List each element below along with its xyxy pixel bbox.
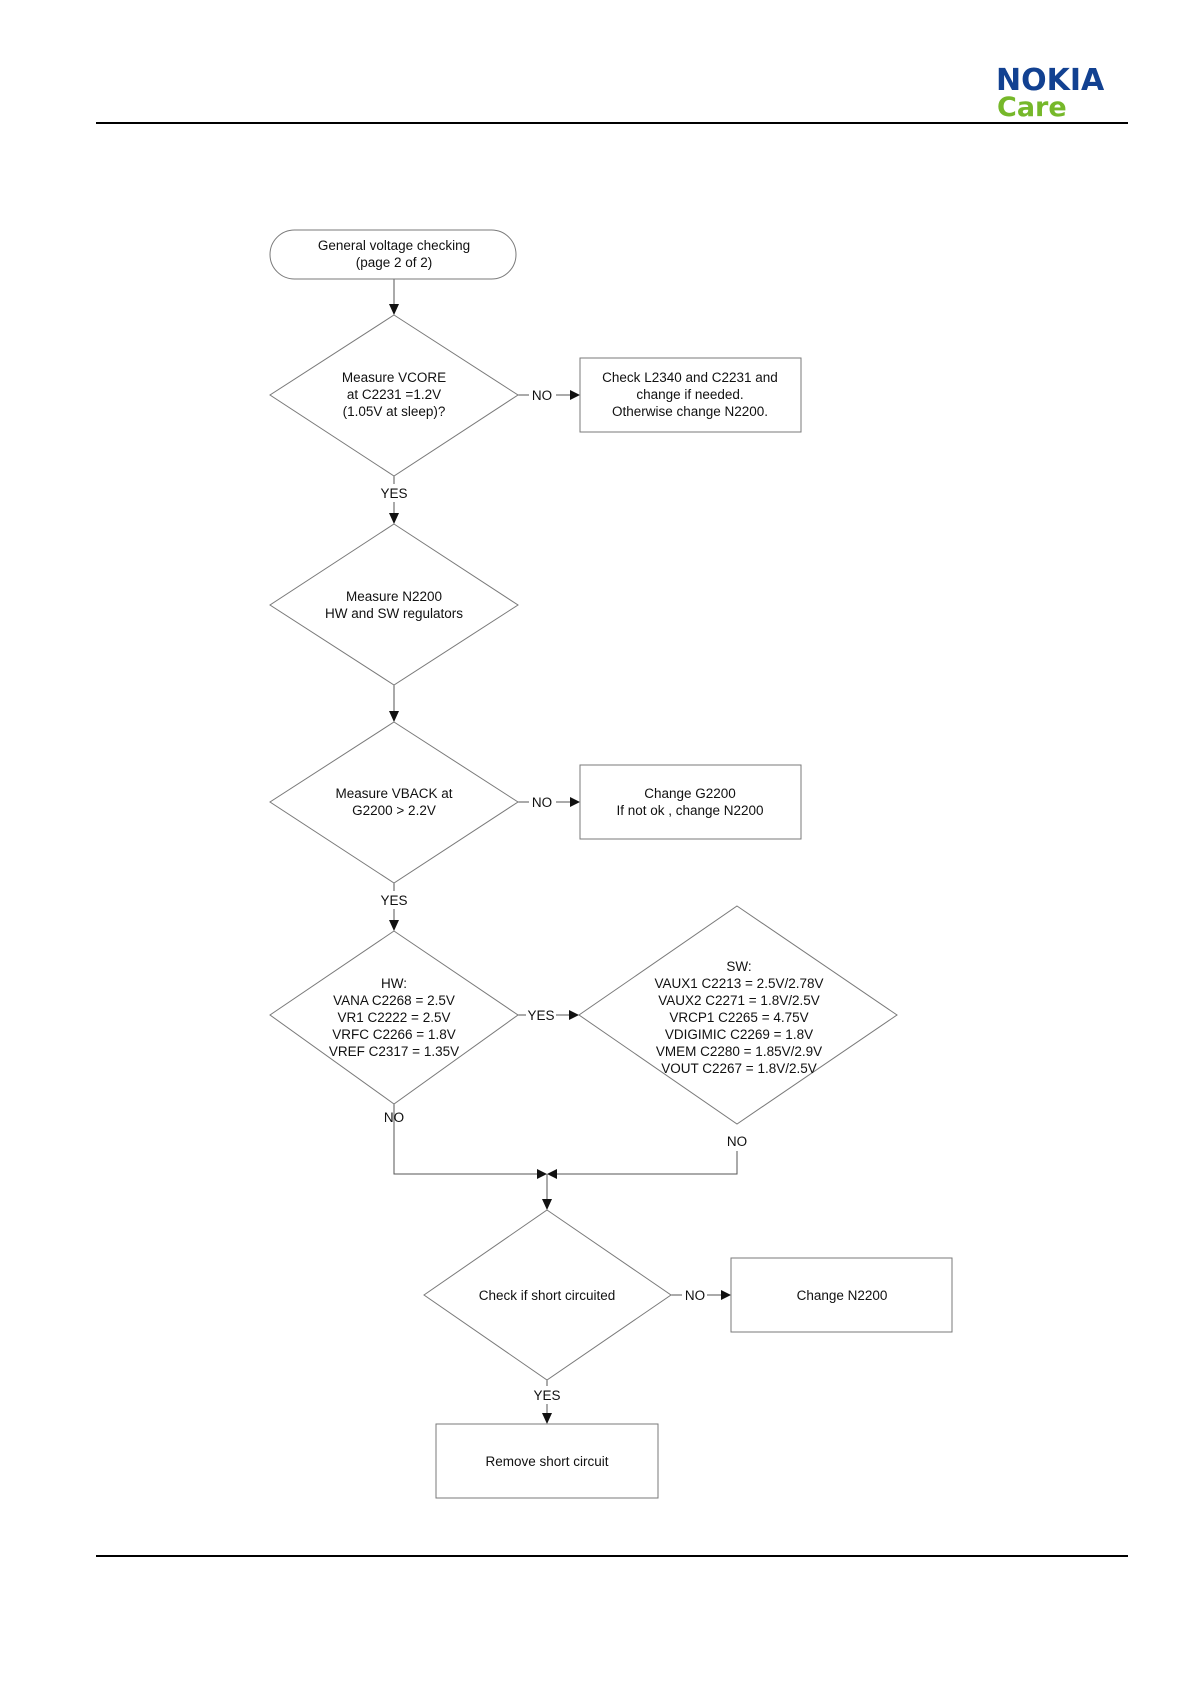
- edge-label-vback-yes: YES: [380, 893, 407, 908]
- action-remove-short: [435, 1423, 659, 1499]
- start-terminator: [269, 229, 517, 280]
- decision-regulators-label: Measure N2200 HW and SW regulators: [325, 589, 463, 621]
- text-line: VAUX2 C2271 = 1.8V/2.5V: [658, 993, 819, 1008]
- action-change-n2200: [730, 1257, 953, 1333]
- text-line: HW and SW regulators: [325, 606, 463, 621]
- decision-vcore: [269, 314, 519, 477]
- text-line: G2200 > 2.2V: [352, 803, 436, 818]
- nokia-wordmark: NOKIA: [996, 63, 1105, 98]
- arrowhead: [389, 711, 399, 722]
- text-line: (1.05V at sleep)?: [343, 404, 446, 419]
- arrowhead: [542, 1199, 552, 1210]
- edge-label-short-no: NO: [685, 1288, 705, 1303]
- text-line: VREF C2317 = 1.35V: [329, 1044, 459, 1059]
- action-change-n2200-label: Change N2200: [797, 1288, 888, 1303]
- decision-vcore-label: Measure VCORE at C2231 =1.2V (1.05V at sle…: [342, 370, 446, 419]
- arrowhead: [570, 797, 580, 807]
- decision-regulators: [269, 523, 519, 686]
- arrowhead: [569, 1010, 579, 1020]
- text-line: (page 2 of 2): [356, 255, 433, 270]
- text-line: VMEM C2280 = 1.85V/2.9V: [656, 1044, 822, 1059]
- action-check-l2340: [579, 357, 802, 433]
- arrowhead: [389, 513, 399, 524]
- arrowhead: [547, 1169, 557, 1179]
- connectors: [389, 279, 738, 1424]
- text-line: VANA C2268 = 2.5V: [333, 993, 455, 1008]
- action-remove-short-label: Remove short circuit: [485, 1454, 608, 1469]
- care-wordmark: Care: [997, 92, 1067, 123]
- arrowhead: [570, 390, 580, 400]
- connector-hw-no: [393, 1104, 537, 1175]
- decision-short-circuit: [423, 1209, 672, 1381]
- text-line: If not ok , change N2200: [616, 803, 763, 818]
- connector-sw-no: [557, 1151, 738, 1175]
- arrowhead: [537, 1169, 547, 1179]
- decision-hw-label: HW: VANA C2268 = 2.5V VR1 C2222 = 2.5V VRFC…: [329, 976, 459, 1059]
- text-line: HW:: [381, 976, 407, 991]
- footer-rule: [96, 1555, 1128, 1557]
- action-change-g2200-label: Change G2200 If not ok , change N2200: [616, 786, 763, 818]
- decision-sw-regulators: [578, 905, 898, 1125]
- text-line: at C2231 =1.2V: [347, 387, 441, 402]
- decision-short-label: Check if short circuited: [479, 1288, 616, 1303]
- edge-label-hw-no: NO: [384, 1110, 404, 1125]
- text-line: Measure N2200: [346, 589, 442, 604]
- text-line: General voltage checking: [318, 238, 470, 253]
- text-line: VOUT C2267 = 1.8V/2.5V: [661, 1061, 816, 1076]
- header-rule: [96, 122, 1128, 124]
- decision-sw-label: SW: VAUX1 C2213 = 2.5V/2.78V VAUX2 C2271 =…: [655, 959, 824, 1076]
- text-line: VRCP1 C2265 = 4.75V: [669, 1010, 808, 1025]
- decision-vback: [269, 721, 519, 884]
- edge-label-hw-yes: YES: [527, 1008, 554, 1023]
- edge-label-vcore-yes: YES: [380, 486, 407, 501]
- decision-hw-regulators: [269, 930, 519, 1105]
- arrowhead: [721, 1290, 731, 1300]
- text-line: Change G2200: [644, 786, 736, 801]
- text-line: VDIGIMIC C2269 = 1.8V: [665, 1027, 813, 1042]
- arrowhead: [389, 920, 399, 931]
- nokia-care-logo: NOKIA Care: [996, 64, 1128, 124]
- arrowhead: [389, 304, 399, 315]
- text-line: Measure VCORE: [342, 370, 446, 385]
- text-line: Measure VBACK at: [335, 786, 452, 801]
- text-line: VAUX1 C2213 = 2.5V/2.78V: [655, 976, 824, 991]
- text-line: change if needed.: [636, 387, 743, 402]
- edge-label-short-yes: YES: [533, 1388, 560, 1403]
- text-line: SW:: [726, 959, 751, 974]
- text-line: Check L2340 and C2231 and: [602, 370, 778, 385]
- text-line: Otherwise change N2200.: [612, 404, 768, 419]
- edge-label-vback-no: NO: [532, 795, 552, 810]
- arrowhead: [542, 1413, 552, 1424]
- text-line: VR1 C2222 = 2.5V: [338, 1010, 451, 1025]
- edge-label-sw-no: NO: [727, 1134, 747, 1149]
- text-line: VRFC C2266 = 1.8V: [332, 1027, 455, 1042]
- action-check-l2340-label: Check L2340 and C2231 and change if neede…: [602, 370, 778, 419]
- start-label: General voltage checking (page 2 of 2): [318, 238, 470, 270]
- action-change-g2200: [579, 764, 802, 840]
- decision-vback-label: Measure VBACK at G2200 > 2.2V: [335, 786, 452, 818]
- edge-label-vcore-no: NO: [532, 388, 552, 403]
